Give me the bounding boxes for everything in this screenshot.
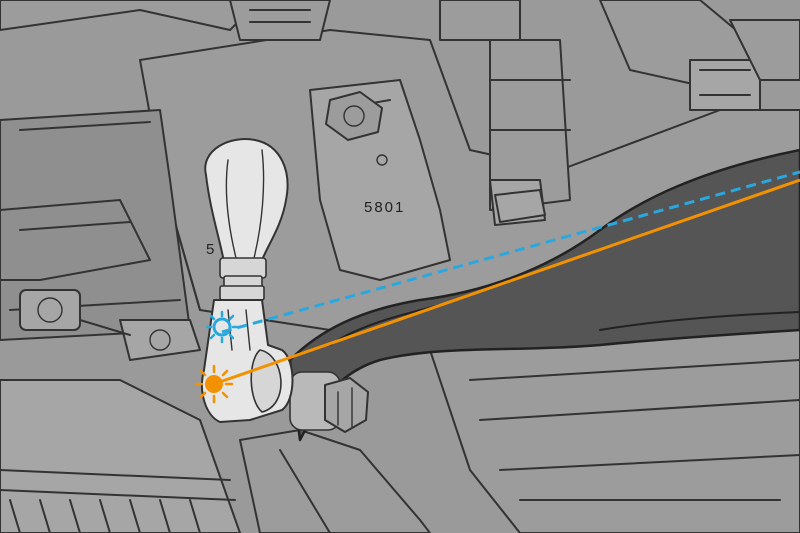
lower-pivot-marker [194, 364, 234, 404]
geometry-lines [213, 170, 800, 386]
arm-end-nut [324, 377, 369, 433]
mount-bracket: 5801 [309, 79, 451, 281]
left-link-assembly: 5 [0, 199, 216, 361]
lower-pivot-line [213, 178, 800, 386]
link-collar [219, 257, 267, 279]
upper-pivot-line [221, 170, 800, 334]
link-bulb-boot [204, 138, 289, 263]
bracket-part-number: 5801 [364, 199, 405, 216]
partial-part-number: 5 [206, 241, 216, 258]
upper-pivot-marker [205, 310, 239, 344]
upper-components [229, 0, 800, 226]
bracket-bolt-nut [325, 91, 383, 141]
arm-end-bolt [289, 371, 369, 433]
